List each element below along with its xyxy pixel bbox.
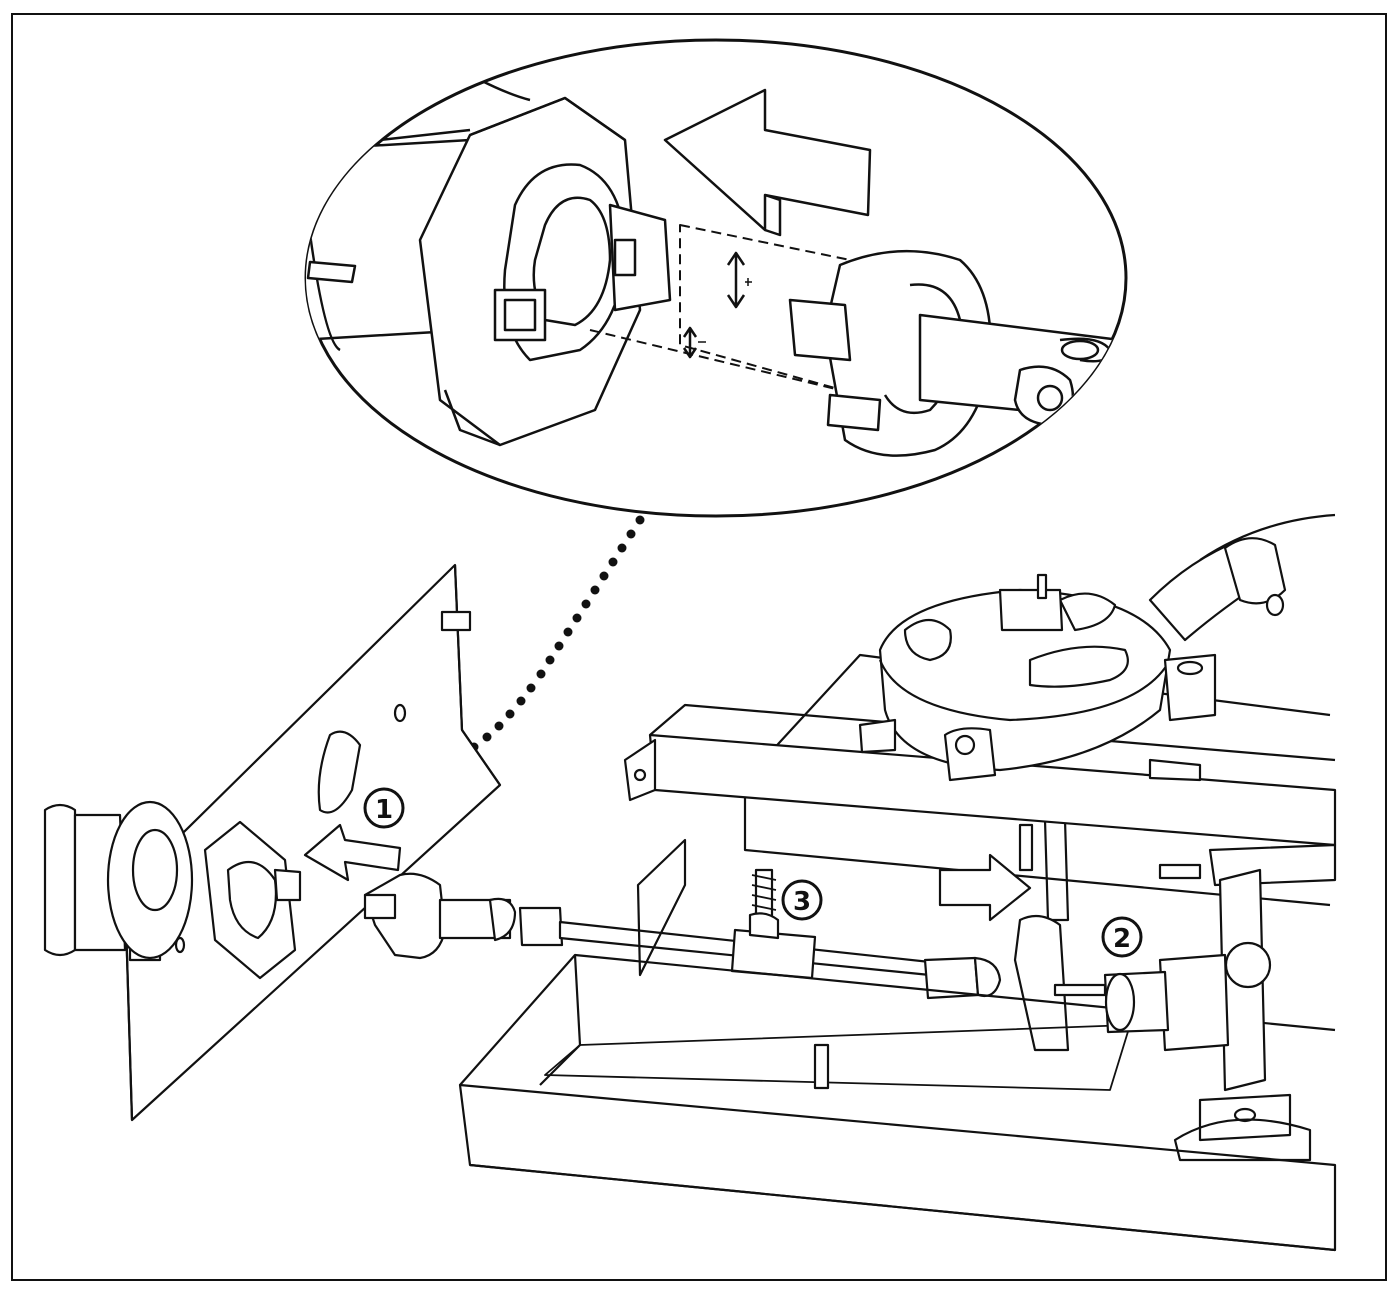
- lever-arm: [1043, 818, 1070, 922]
- gas-valve: [878, 588, 1172, 772]
- zoom-detail: [304, 38, 1128, 518]
- push-arrow-icon: [938, 853, 1032, 922]
- main-assembly: [43, 513, 1337, 1252]
- callout-3-label: 3: [793, 887, 811, 917]
- insert-arrow-icon: [303, 823, 402, 882]
- control-knob: [43, 803, 77, 957]
- callout-1: 1: [363, 787, 405, 829]
- direction-arrow-icon: [663, 88, 872, 232]
- callout-1-label: 1: [375, 795, 393, 825]
- callout-3: 3: [781, 879, 823, 921]
- offset-arrow-icon: [682, 326, 698, 359]
- callout-2: 2: [1101, 916, 1143, 958]
- vertical-adjust-arrow-icon: [726, 251, 746, 309]
- callout-2-label: 2: [1113, 924, 1131, 954]
